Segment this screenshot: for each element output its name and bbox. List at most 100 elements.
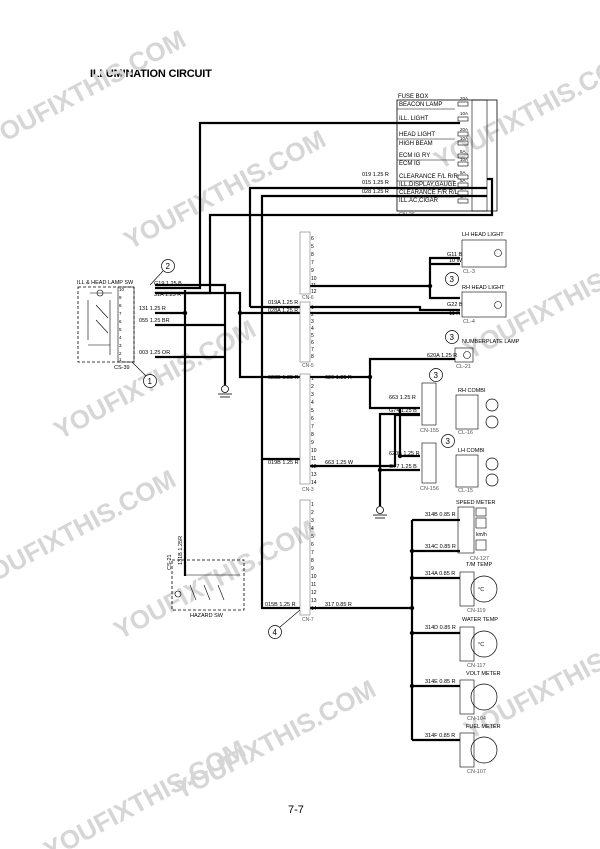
component-label: ILL & HEAD LAMP SW bbox=[77, 280, 134, 286]
lh-combi: LH COMBI CN-156 CL-15 bbox=[420, 442, 499, 494]
wire-label: 055 1.25 BR bbox=[139, 318, 170, 324]
wire-label: 028 1.25 R bbox=[362, 189, 389, 195]
connector-label: CL-21 bbox=[456, 364, 471, 370]
fuel-meter: FUEL METER CN-107 bbox=[459, 724, 501, 775]
watermark-text: YOUFIXTHIS.COM bbox=[0, 464, 181, 596]
wire-label: 019 1.25 R bbox=[362, 172, 389, 178]
svg-text:4: 4 bbox=[311, 526, 314, 532]
component-label: WATER TEMP bbox=[462, 617, 498, 623]
wire-label: 314A 0.85 R bbox=[425, 571, 455, 577]
watermark-text: YOUFIXTHIS.COM bbox=[459, 234, 600, 366]
component-label: RH HEAD LIGHT bbox=[462, 285, 505, 291]
connector-label: CN-119 bbox=[467, 608, 486, 614]
unit-label: °C bbox=[478, 642, 484, 648]
svg-text:10: 10 bbox=[119, 287, 125, 292]
svg-text:6: 6 bbox=[119, 319, 122, 324]
wire-label: 620A 1.25 R bbox=[427, 353, 457, 359]
svg-text:11: 11 bbox=[311, 283, 316, 289]
svg-text:12: 12 bbox=[311, 464, 317, 470]
svg-text:9: 9 bbox=[311, 566, 314, 572]
svg-text:6: 6 bbox=[311, 340, 314, 346]
callout-number: 3 bbox=[434, 371, 439, 380]
svg-text:5: 5 bbox=[311, 534, 314, 540]
svg-text:13: 13 bbox=[311, 472, 317, 478]
wire-label: 663 1.25 R bbox=[389, 395, 416, 401]
svg-text:2: 2 bbox=[119, 351, 122, 356]
unit-label: km/h bbox=[476, 532, 487, 538]
wire-label: 314D 0.85 R bbox=[425, 625, 456, 631]
svg-text:3: 3 bbox=[311, 518, 314, 524]
component-label: FUEL METER bbox=[466, 724, 501, 730]
fuse-amp: 10A bbox=[460, 111, 468, 116]
tm-temp-meter: T/M TEMP °C CN-119 bbox=[459, 562, 498, 614]
svg-text:5: 5 bbox=[311, 244, 314, 250]
wire-label: 131B 1.25R bbox=[178, 536, 184, 565]
svg-text:6: 6 bbox=[311, 416, 314, 422]
wire-label: 314E 0.85 R bbox=[425, 679, 456, 685]
svg-text:7: 7 bbox=[119, 311, 122, 316]
svg-text:2: 2 bbox=[311, 312, 314, 318]
unit-label: °C bbox=[478, 587, 484, 593]
fuse-amp: 10A bbox=[460, 157, 468, 162]
svg-text:6: 6 bbox=[311, 542, 314, 548]
connector-label: CN-7 bbox=[302, 617, 314, 623]
svg-text:8: 8 bbox=[311, 558, 314, 564]
wire-label: G11 B bbox=[447, 252, 463, 258]
wire-label: 019A 1.25 R bbox=[268, 300, 298, 306]
fuse-amp: 5A bbox=[460, 149, 466, 154]
svg-text:7: 7 bbox=[311, 550, 314, 556]
fuse-box: FUSE BOX BEACON LAMP ILL. LIGHT HEAD LIG… bbox=[396, 94, 498, 218]
wire-label: G77 1.25 B bbox=[389, 464, 417, 470]
fuse-label: ILL.DISPLAY,GAUGE bbox=[399, 182, 456, 188]
speed-meter: SPEED METER km/h CN-127 bbox=[456, 500, 495, 562]
connector-cn5: 123 456 78 CN-5 bbox=[299, 301, 314, 369]
svg-text:10: 10 bbox=[311, 276, 317, 282]
svg-text:4: 4 bbox=[311, 326, 314, 332]
svg-text:12: 12 bbox=[311, 289, 317, 295]
svg-text:5: 5 bbox=[311, 333, 314, 339]
svg-text:8: 8 bbox=[119, 303, 122, 308]
svg-text:7: 7 bbox=[311, 424, 314, 430]
connector-label: CN-107 bbox=[467, 769, 486, 775]
svg-text:1: 1 bbox=[119, 357, 122, 362]
component-label: RH COMBI bbox=[458, 388, 486, 394]
watermark-text: YOUFIXTHIS.COM bbox=[109, 514, 321, 646]
svg-text:3: 3 bbox=[119, 343, 122, 348]
connector-label: CS-21 bbox=[167, 554, 173, 570]
svg-text:11: 11 bbox=[311, 582, 316, 588]
wire-label: 11 R bbox=[449, 311, 460, 317]
svg-text:2: 2 bbox=[311, 510, 314, 516]
fuse-label: ILL.AC,CIGAR bbox=[399, 198, 439, 204]
svg-text:10: 10 bbox=[311, 574, 317, 580]
wire-label: 015 1.25 R bbox=[362, 180, 389, 186]
wire-label: 663 1.25 W bbox=[325, 460, 354, 466]
svg-text:1: 1 bbox=[311, 502, 314, 508]
wire-label: 028B 1.25 R bbox=[268, 375, 299, 381]
wire-label: 028A 1.25 R bbox=[268, 308, 298, 314]
connector-label: CL-15 bbox=[458, 488, 473, 494]
lh-head-light: LH HEAD LIGHT CL-3 bbox=[461, 232, 507, 275]
fuse-amp: 10A bbox=[460, 136, 468, 141]
connector-label: CN-6 bbox=[302, 295, 314, 301]
ground-icon bbox=[218, 385, 387, 519]
wire-label: 317 0.85 R bbox=[325, 602, 352, 608]
wire-label: G19 1.25 B bbox=[154, 281, 182, 287]
watermark-text: YOUFIXTHIS.COM bbox=[119, 124, 331, 256]
volt-meter: VOLT METER CN-104 bbox=[459, 671, 501, 722]
svg-text:11: 11 bbox=[311, 456, 316, 462]
fuse-amp: 20A bbox=[460, 127, 468, 132]
svg-text:6: 6 bbox=[311, 236, 314, 242]
connector-label: CN-3 bbox=[302, 487, 314, 493]
connector-label: CS-39 bbox=[114, 365, 130, 371]
ill-head-lamp-switch: ILL & HEAD LAMP SW 109 87 65 43 21 CS-39 bbox=[77, 280, 135, 371]
numberplate-lamp: NUMBERPLATE LAMP CL-21 bbox=[454, 339, 520, 370]
svg-text:1: 1 bbox=[311, 376, 314, 382]
wire-label: 620 1.25 R bbox=[325, 375, 352, 381]
callouts: 2 1 3 3 3 3 4 bbox=[131, 259, 459, 639]
wire-label: G22 B bbox=[447, 302, 463, 308]
page-title: ILLUMINATION CIRCUIT bbox=[90, 68, 212, 80]
svg-text:9: 9 bbox=[311, 268, 314, 274]
